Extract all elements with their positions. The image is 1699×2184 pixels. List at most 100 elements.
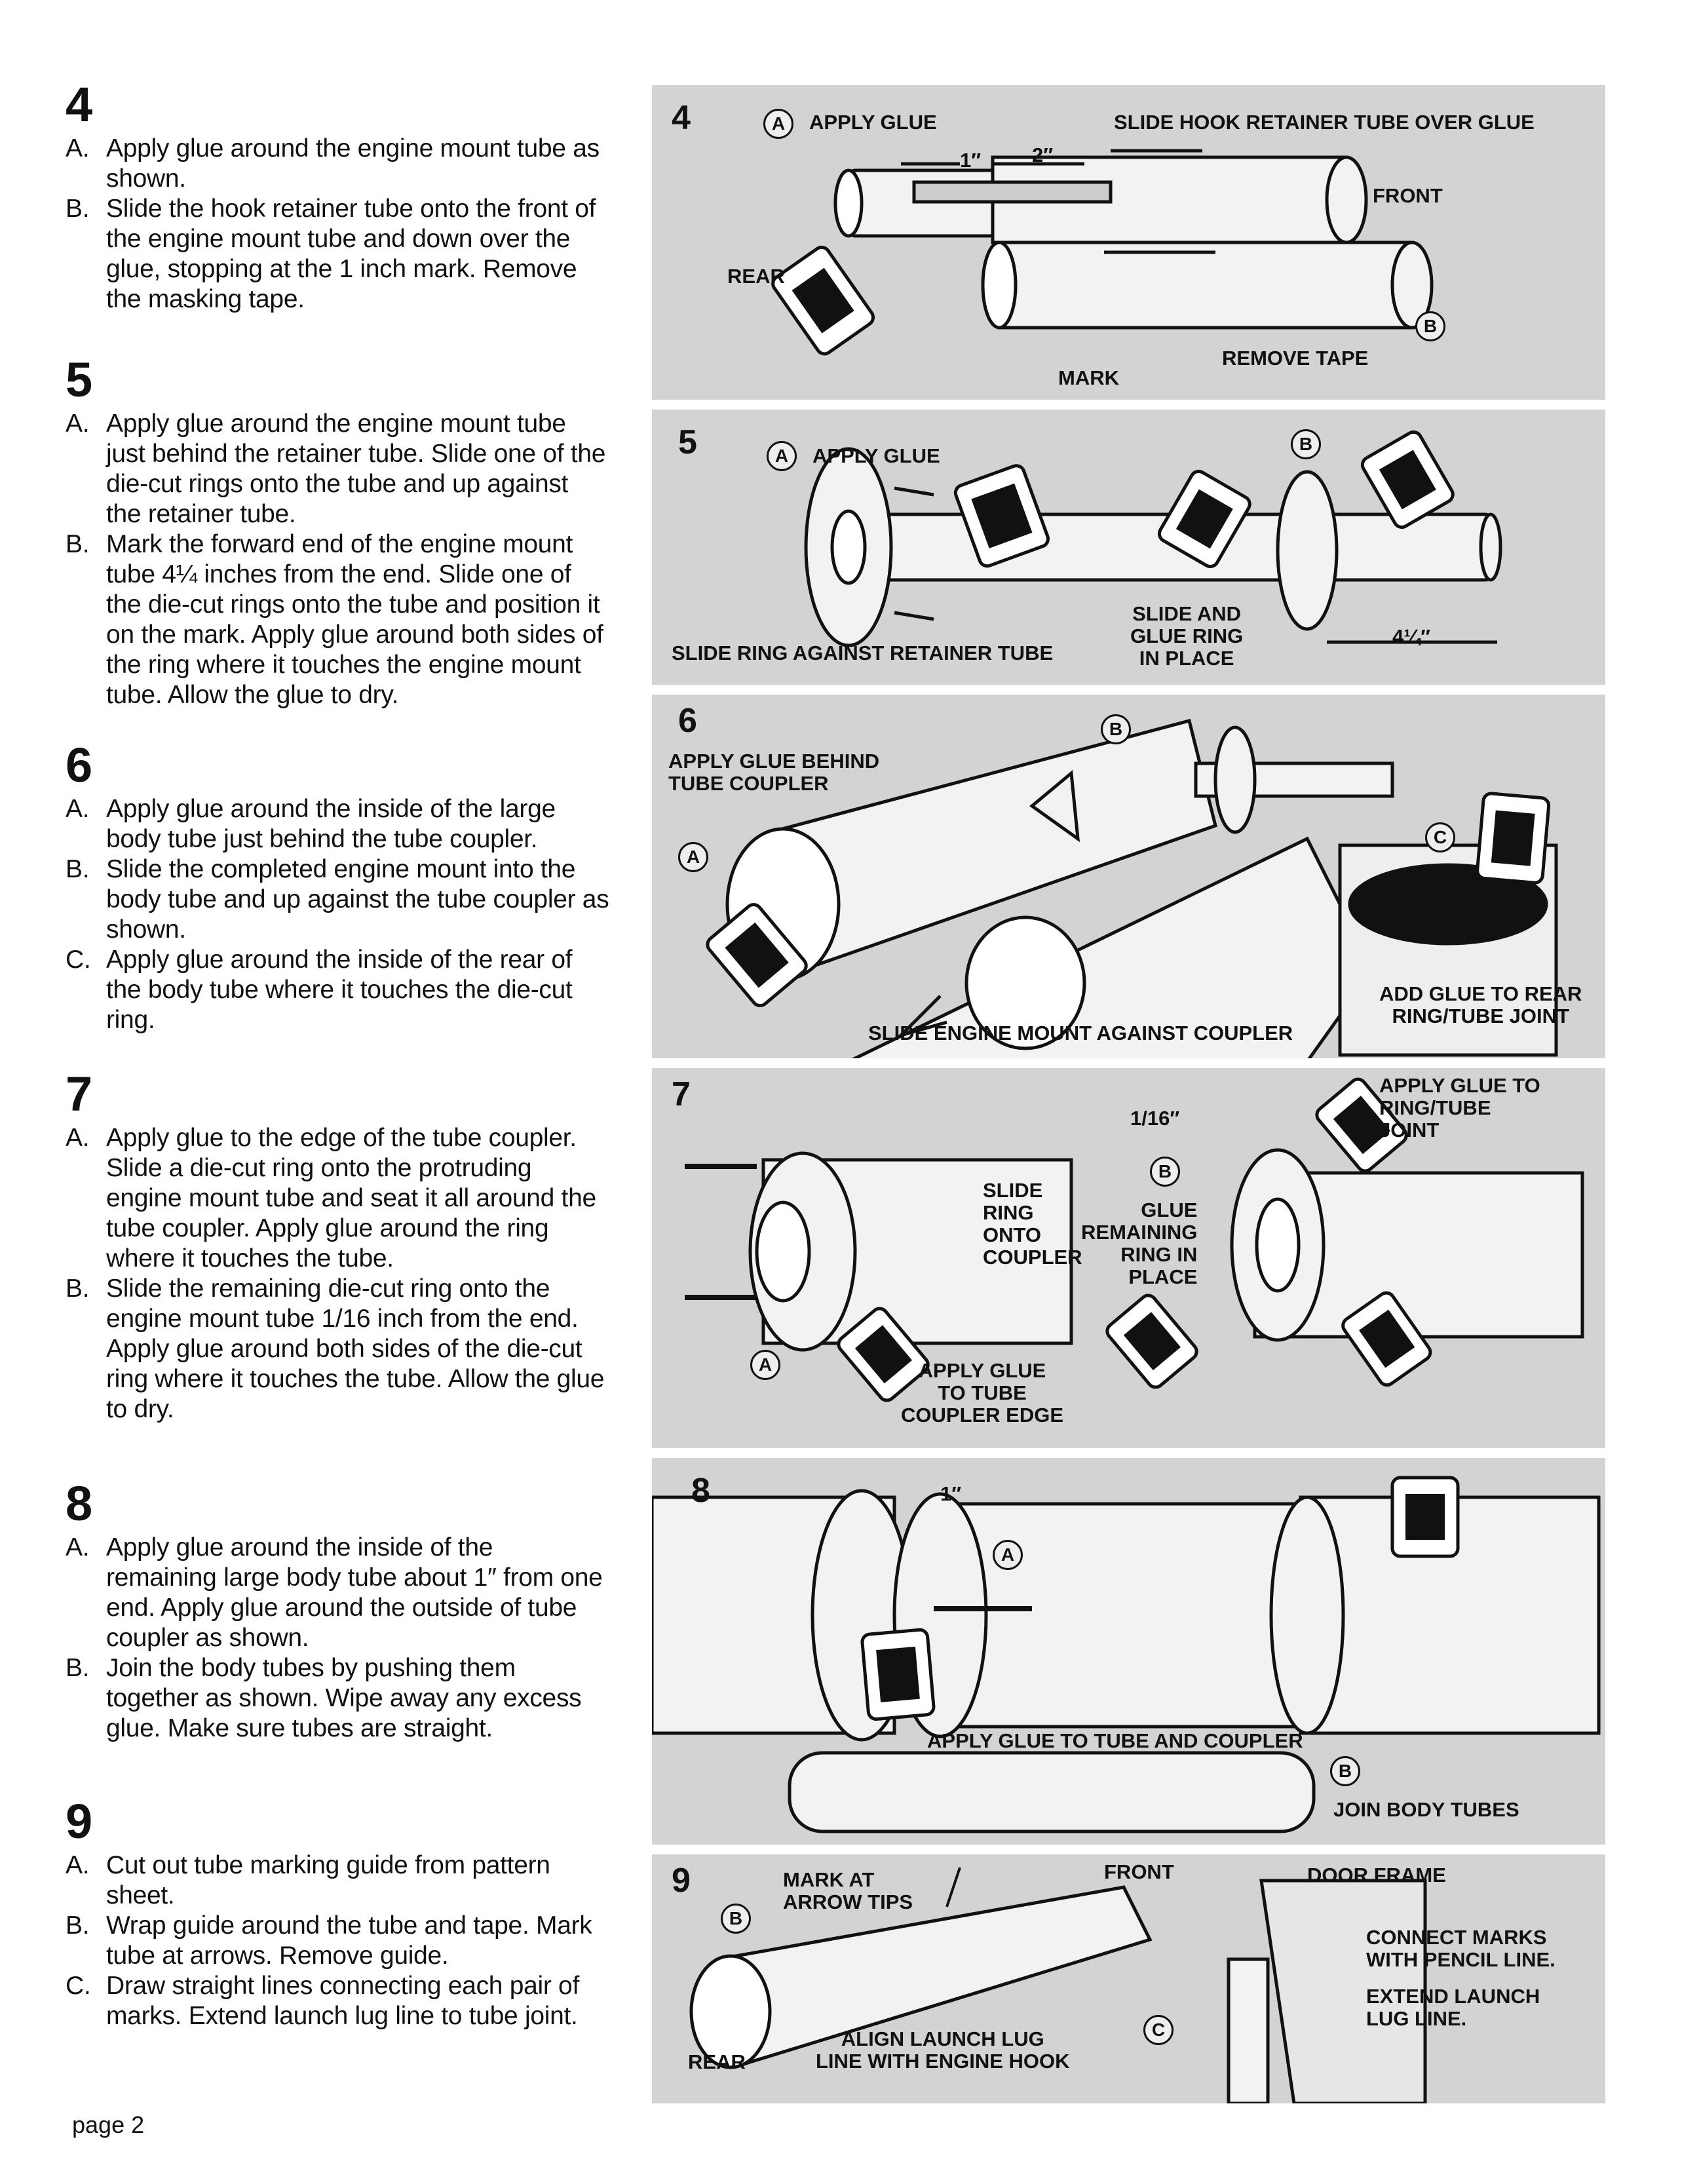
tube-opening (755, 1200, 811, 1303)
glue-bottle (1390, 1476, 1460, 1558)
illustration-panel-5: 5 A APPLY GLUE B SLIDE AND GLUE RING IN … (652, 410, 1605, 685)
dimension-2-inch: 2″ (1032, 144, 1054, 166)
outline-arrow (895, 995, 947, 1039)
callout-a: A (763, 109, 793, 139)
step-5a: A.Apply glue around the engine mount tub… (66, 409, 609, 529)
sub-text: Join the body tubes by pushing them toge… (106, 1654, 582, 1742)
step-number: 4 (66, 77, 93, 132)
sub-letter: B. (66, 530, 90, 558)
tube-opening (1269, 1495, 1345, 1735)
tube-end (1479, 512, 1502, 582)
door-frame (1259, 1879, 1427, 2103)
illustration-panel-7: 7 APPLY GLUE TO RING/TUBE JOINT 1/16″ SL… (652, 1068, 1605, 1448)
engine-mount-tube (820, 512, 1493, 582)
sub-text: Apply glue around the engine mount tube … (106, 410, 606, 528)
panel-number: 8 (691, 1472, 710, 1510)
glue-bottle (837, 1307, 930, 1402)
step-9b: B. Wrap guide around the tube and tape. M… (66, 1911, 609, 1971)
step-8b: B. Join the body tubes by pushing them to… (66, 1653, 609, 1744)
sub-text: Mark the forward end of the engine mount… (106, 530, 603, 709)
step-6b: B. Slide the completed engine mount into … (66, 854, 609, 945)
sub-letter: A. (66, 795, 90, 823)
label-remove-tape: REMOVE TAPE (1222, 347, 1369, 370)
step-number: 6 (66, 738, 93, 792)
arrow (894, 486, 934, 497)
glue-bottle (1315, 1077, 1408, 1173)
sub-letter: B. (66, 1911, 90, 1940)
tube-upright (1227, 1957, 1270, 2103)
label-rear: REAR (727, 265, 785, 288)
glue-bottle (1105, 1293, 1198, 1389)
glue-bottle (1360, 430, 1455, 529)
callout-a: A (767, 441, 797, 471)
sub-letter: C. (66, 1972, 91, 2000)
label-rear: REAR (688, 2050, 746, 2073)
step-4-illustration (771, 149, 1434, 356)
sub-text: Apply glue around the inside of the rema… (106, 1533, 603, 1652)
sub-text: Wrap guide around the tube and tape. Mar… (106, 1911, 592, 1970)
step-number: 8 (66, 1476, 93, 1531)
arrow (894, 611, 934, 621)
step-8-illustration (652, 1476, 1601, 1833)
illustration-panel-4: 4 A APPLY GLUE SLIDE HOOK RETAINER TUBE … (652, 85, 1605, 400)
callout-b: B (1101, 714, 1131, 744)
sub-text: Slide the hook retainer tube onto the fr… (106, 195, 596, 313)
sub-letter: A. (66, 1124, 90, 1152)
label-mark: MARK (1058, 366, 1119, 389)
sub-letter: A. (66, 134, 90, 163)
step-5-illustration (804, 430, 1502, 647)
dimension-1-inch: 1″ (960, 149, 982, 172)
tube-end (1325, 155, 1368, 244)
label-slide-hook: SLIDE HOOK RETAINER TUBE OVER GLUE (1114, 111, 1535, 134)
label-add-glue-rear: ADD GLUE TO REAR RING/TUBE JOINT (1379, 982, 1582, 1027)
step-9-illustration (689, 1867, 1427, 2103)
step-number: 9 (66, 1794, 93, 1849)
sub-text: Draw straight lines connecting each pair… (106, 1972, 579, 2030)
step-4b: B.Slide the hook retainer tube onto the … (66, 194, 609, 315)
joined-tubes (788, 1751, 1316, 1833)
label-front: FRONT (1104, 1860, 1174, 1883)
label-apply-glue: APPLY GLUE (812, 444, 940, 467)
label-front: FRONT (1373, 184, 1443, 207)
glue-bottle (771, 245, 875, 356)
tube-end (981, 240, 1018, 330)
callout-b: B (1150, 1157, 1180, 1187)
sub-letter: B. (66, 1654, 90, 1682)
step-6c: C. Apply glue around the inside of the re… (66, 945, 609, 1035)
step-6a: A. Apply glue around the inside of the la… (66, 794, 609, 854)
label-join-body-tubes: JOIN BODY TUBES (1333, 1798, 1519, 1821)
step-8a: A. Apply glue around the inside of the re… (66, 1533, 609, 1653)
glue-bottle (860, 1628, 936, 1721)
sub-letter: B. (66, 855, 90, 883)
dimension-4-quarter: 4¼″ (1392, 625, 1430, 648)
step-9c: C. Draw straight lines connecting each pa… (66, 1971, 609, 2031)
step-6-illustration (706, 718, 1558, 1058)
sub-letter: A. (66, 1533, 90, 1561)
sub-letter: A. (66, 1851, 90, 1879)
step-7-illustration (685, 1077, 1584, 1402)
step-7: 7 A.Apply glue to the edge of the tube c… (66, 1068, 609, 1425)
glue-bottle (1341, 1291, 1432, 1387)
tube-end (689, 1954, 772, 2069)
sub-text: Apply glue around the engine mount tube … (106, 134, 600, 193)
label-apply-glue-ring: APPLY GLUE TO RING/TUBE JOINT (1379, 1074, 1540, 1141)
glue-bottle (953, 464, 1050, 568)
sub-text: Apply glue around the inside of the rear… (106, 946, 573, 1034)
callout-c: C (1143, 2015, 1174, 2045)
label-extend-launch-lug: EXTEND LAUNCH LUG LINE. (1366, 1985, 1540, 2030)
sub-letter: C. (66, 946, 91, 974)
sub-text: Apply glue around the inside of the larg… (106, 795, 556, 853)
label-apply-glue-edge: APPLY GLUE TO TUBE COUPLER EDGE (901, 1359, 1064, 1427)
sub-text: Slide the completed engine mount into th… (106, 855, 609, 944)
die-cut-ring (1276, 470, 1339, 631)
panel-number: 7 (672, 1075, 691, 1113)
panel-number: 4 (672, 99, 691, 137)
sub-text: Cut out tube marking guide from pattern … (106, 1851, 550, 1909)
illustration-panel-6: 6 APPLY GLUE BEHIND TUBE COUPLER A B C S… (652, 695, 1605, 1058)
sub-letter: B. (66, 1274, 90, 1303)
pencil (945, 1867, 961, 1907)
step-8: 8 A. Apply glue around the inside of the … (66, 1478, 609, 1744)
callout-a: A (750, 1350, 780, 1380)
glue-bottle (706, 903, 808, 1008)
sub-text: Apply glue to the edge of the tube coupl… (106, 1124, 596, 1273)
